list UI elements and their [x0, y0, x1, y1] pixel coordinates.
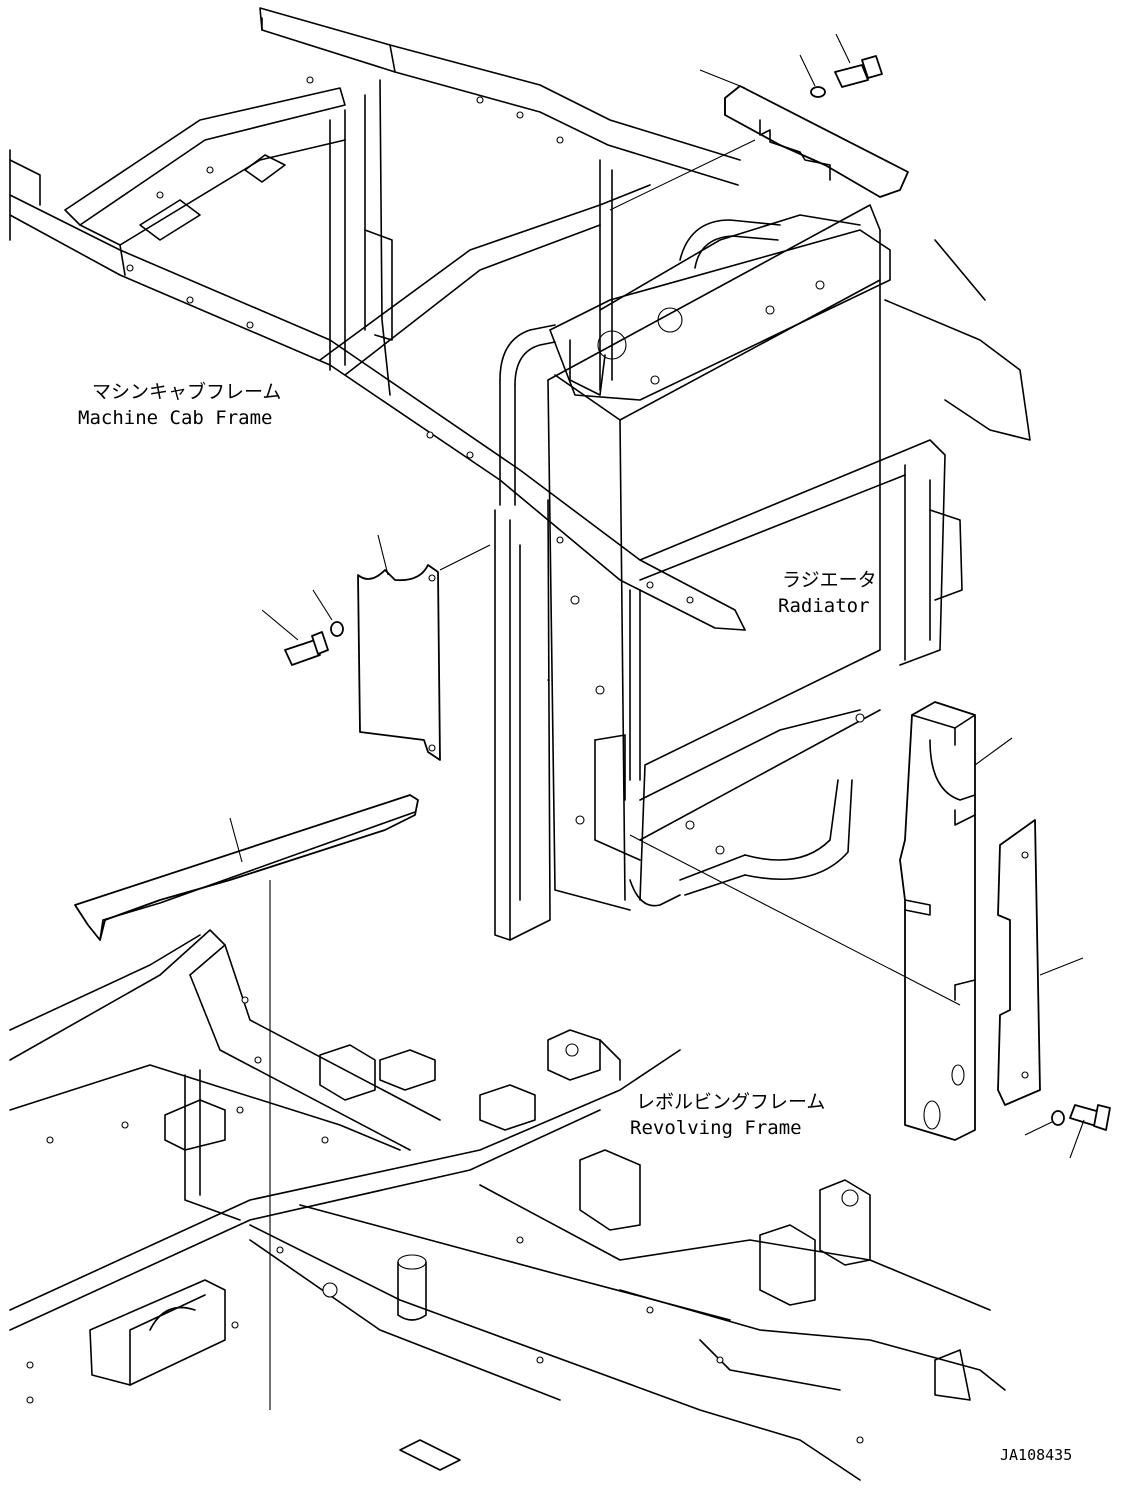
- machine-cab-frame: [10, 8, 745, 940]
- svg-text:ラジエータ: ラジエータ: [782, 569, 877, 591]
- left-side-plate: [358, 535, 490, 760]
- top-cover-plate: [610, 70, 908, 210]
- svg-text:Radiator: Radiator: [778, 595, 870, 617]
- top-bolt: [800, 34, 882, 97]
- revolving-frame: [10, 680, 1005, 1480]
- cab-frame-label: マシンキャブフレーム Machine Cab Frame: [78, 380, 281, 429]
- svg-text:Revolving Frame: Revolving Frame: [630, 1117, 802, 1139]
- svg-text:レボルビングフレーム: レボルビングフレーム: [636, 1091, 825, 1113]
- seal-strip: [75, 795, 418, 1410]
- right-sponge: [900, 702, 1012, 1140]
- svg-text:マシンキャブフレーム: マシンキャブフレーム: [92, 380, 281, 403]
- drawing-code: JA108435: [1000, 1446, 1072, 1464]
- right-side-plate: [630, 820, 1083, 1105]
- right-bolt: [1025, 1105, 1110, 1158]
- svg-text:Machine Cab Frame: Machine Cab Frame: [78, 407, 272, 429]
- radiator: [500, 205, 1030, 910]
- revolving-frame-label: レボルビングフレーム Revolving Frame: [630, 1091, 825, 1139]
- left-bolt: [262, 590, 343, 665]
- radiator-label: ラジエータ Radiator: [778, 569, 877, 617]
